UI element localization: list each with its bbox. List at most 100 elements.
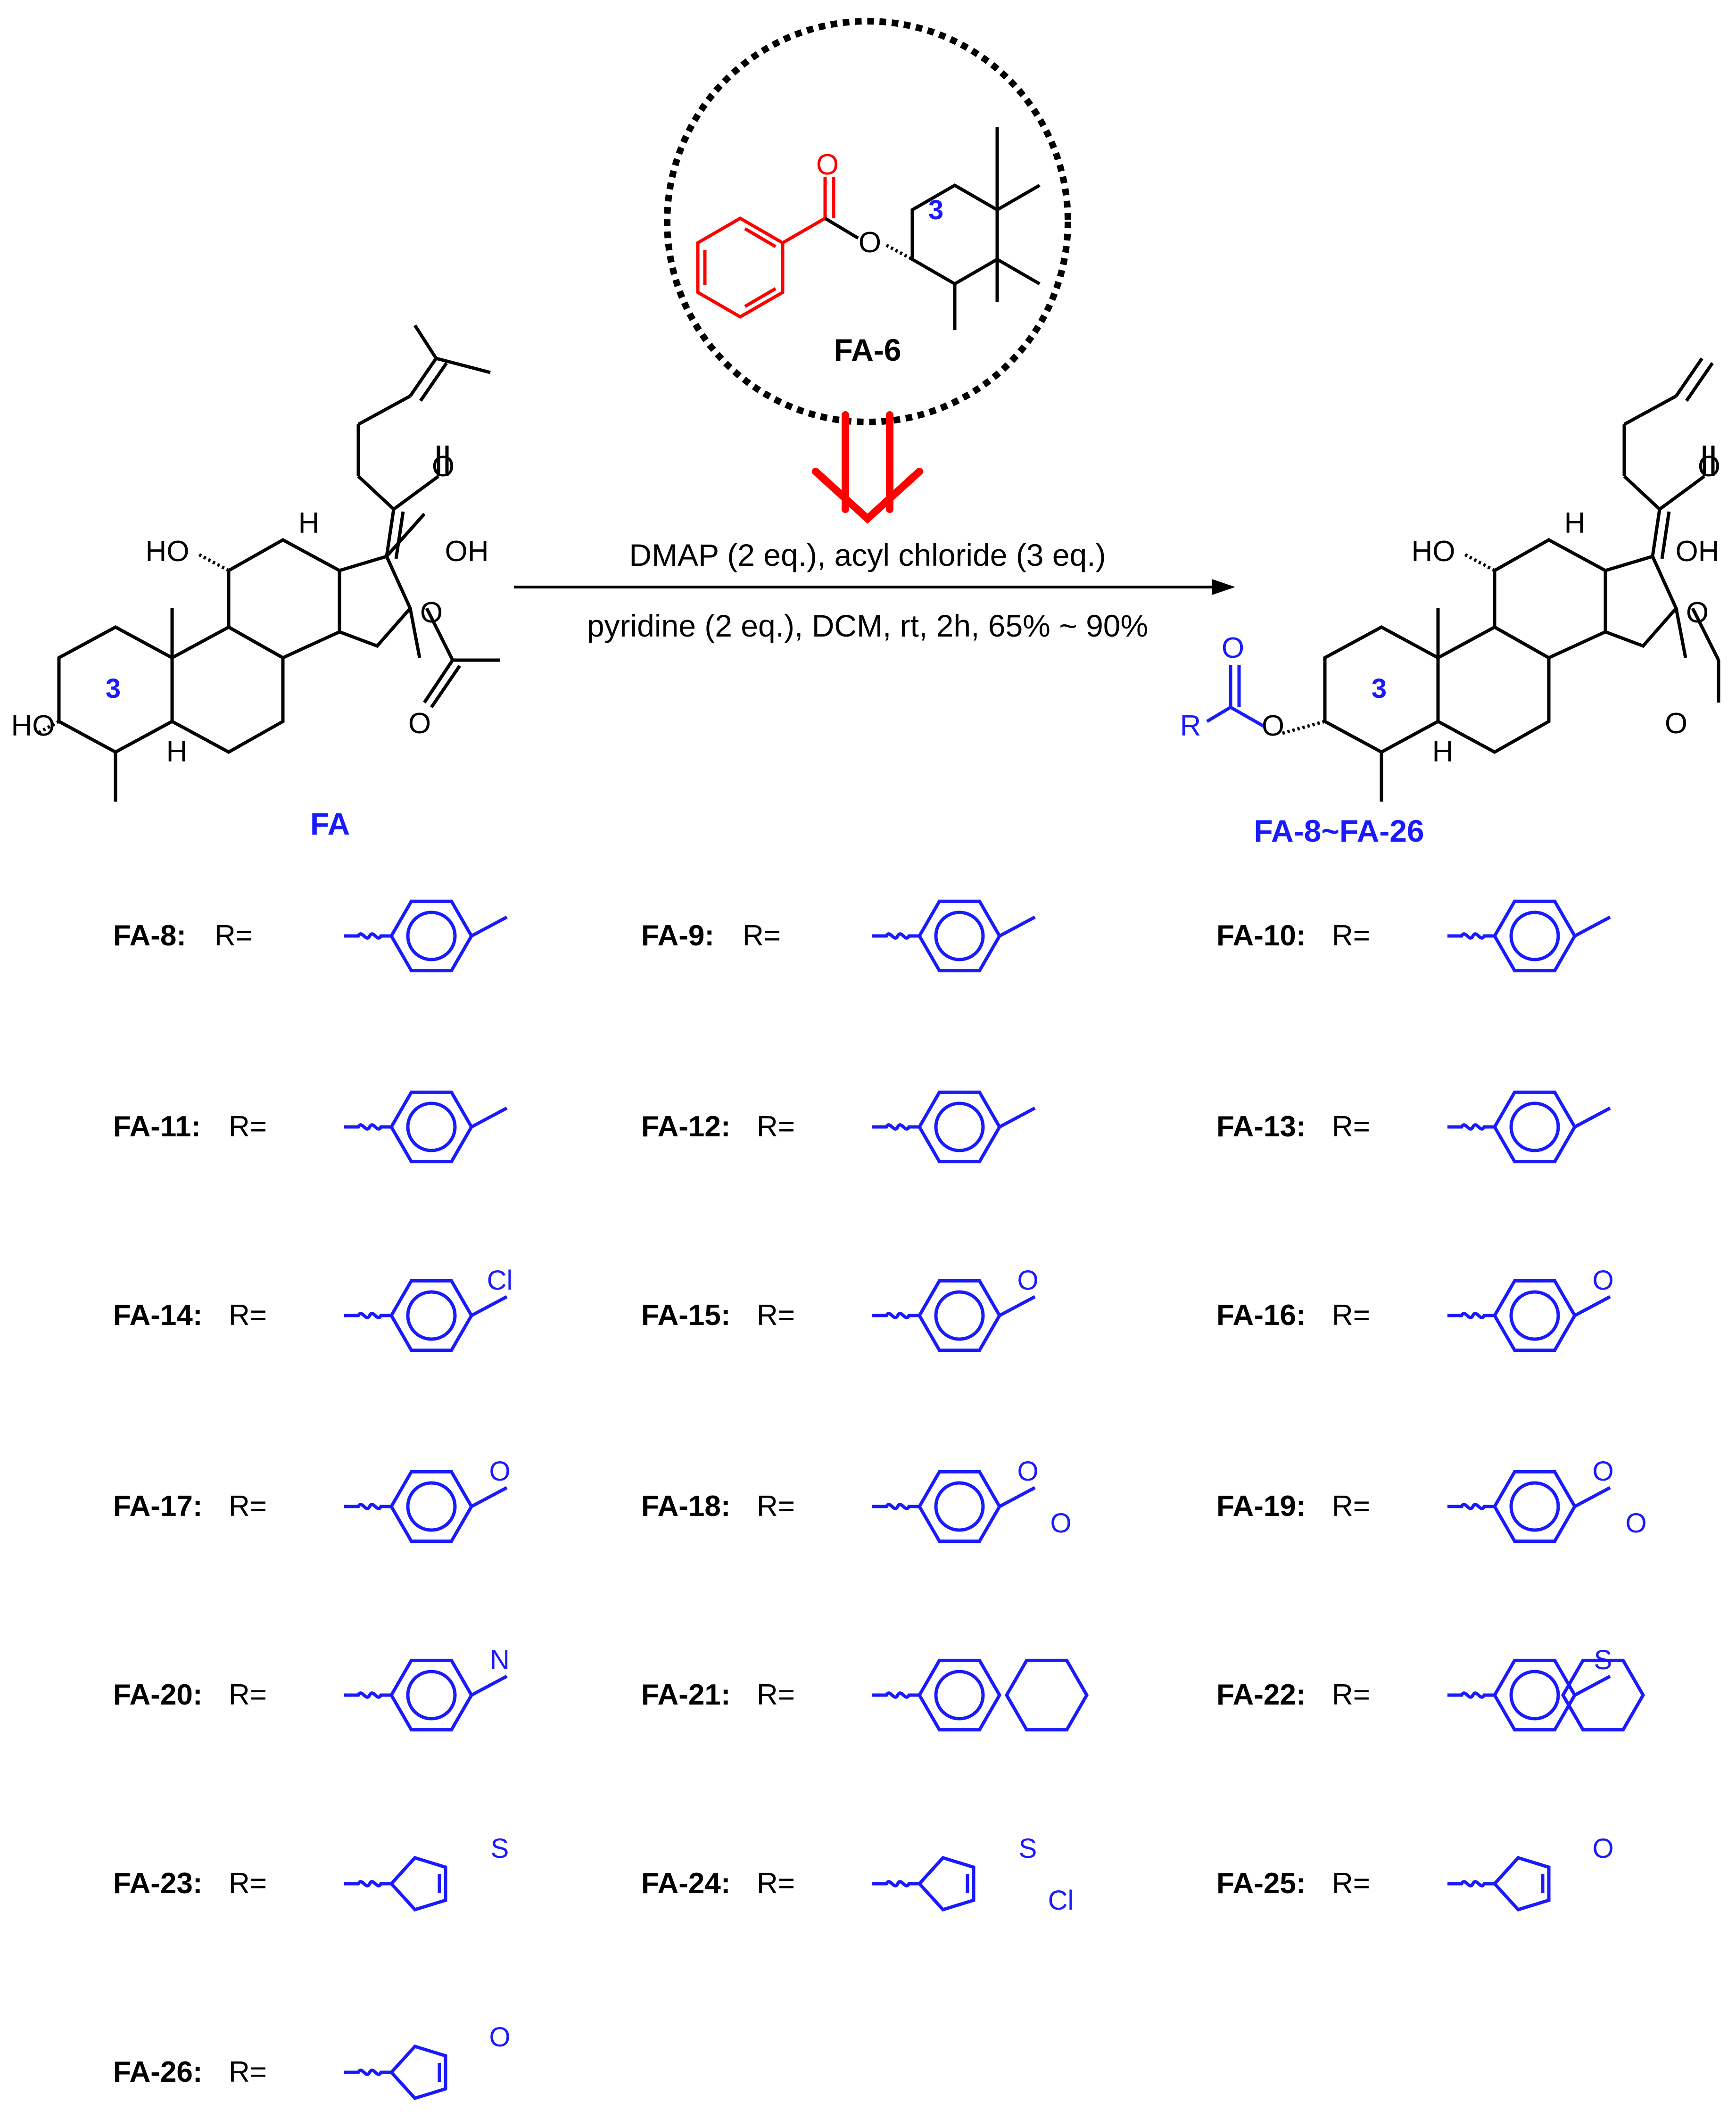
r-group-entry: FA-19: R= OO [1216,1456,1647,1543]
heteroatom-label: O [1050,1508,1071,1539]
r-group-entry: FA-22:R=S [1216,1645,1645,1732]
r-group-entry: FA-16: R= O [1216,1265,1614,1352]
product-o-link-label: O [1262,710,1284,742]
r-group-structure [872,1658,1089,1732]
r-equals: R= [757,1867,795,1900]
r-group-structure [344,899,508,973]
r-group-structure [1447,899,1611,973]
r-equals: R= [757,1299,795,1332]
compound-id: FA-25: [1216,1867,1306,1900]
r-group-entry: FA-18:R=OO [641,1456,1072,1543]
product-c3-label: 3 [1372,673,1387,704]
fa6-label: FA-6 [834,332,901,367]
r-group-entry: FA-24: R= S Cl [641,1833,1074,1916]
r-equals: R= [1332,1490,1370,1523]
fa-ester-carbonyl-label: O [408,707,431,740]
fa-ester-o-label: O [420,596,443,629]
compound-id: FA-16: [1216,1299,1306,1332]
r-group-entry: FA-20:R=N [113,1645,510,1732]
r-group-entry: FA-11: R= [113,1090,508,1164]
compound-id: FA-13: [1216,1110,1306,1143]
c3-position-label: 3 [928,195,943,225]
r-group-structure [344,1470,508,1543]
product-acid-oh-label: OH [1676,535,1719,568]
compound-id: FA-19: [1216,1490,1306,1523]
fa-h17-label: H [298,507,320,539]
heteroatom-label: O [1592,1833,1613,1864]
r-equals: R= [1332,1110,1370,1143]
r-equals: R= [1332,1867,1370,1900]
r-group-entry: FA-8:R= [113,899,508,973]
conditions-bottom: pyridine (2 eq.), DCM, rt, 2h, 65% ~ 90% [587,608,1148,643]
r-group-structure [1447,1279,1611,1352]
r-equals: R= [743,919,781,952]
r-group-entry: FA-21: R= [641,1658,1089,1732]
conditions-top: DMAP (2 eq.), acyl chloride (3 eq.) [629,538,1106,572]
compound-id: FA-14: [113,1299,202,1332]
compound-id: FA-23: [113,1867,202,1900]
r-equals: R= [229,1490,267,1523]
r-equals: R= [1332,1299,1370,1332]
compound-id: FA-12: [641,1110,730,1143]
compound-id: FA-24: [641,1867,730,1900]
r-equals: R= [757,1490,795,1523]
r-equals: R= [229,2056,267,2088]
red-arrow [812,411,923,524]
r-equals: R= [757,1679,795,1711]
r-group-structure [1447,1470,1611,1543]
r-equals: R= [229,1679,267,1711]
heteroatom-label: O [1592,1265,1613,1296]
heteroatom-label: O [489,1456,510,1487]
heteroatom-label: Cl [1048,1885,1074,1916]
r-group-structure [872,1279,1036,1352]
compound-id: FA-9: [641,919,714,952]
r-equals: R= [229,1867,267,1900]
heteroatom-label: O [1592,1456,1613,1487]
r-group-structure [344,1658,508,1732]
compound-id: FA-26: [113,2056,202,2088]
heteroatom-label: O [489,2022,510,2053]
r-group-entry: FA-10: R= [1216,899,1611,973]
product-ho11-label: HO [1412,535,1455,568]
r-group-structure [872,1856,975,1912]
r-group-entry: FA-13: R= [1216,1090,1611,1164]
r-group-entry: FA-14: R= Cl [113,1265,513,1352]
r-group-entry: FA-23: R= S [113,1833,509,1912]
product-h17-label: H [1564,507,1586,539]
fa-c3-label: 3 [106,673,121,704]
compound-id: FA-11: [113,1110,201,1143]
fa-hashed-bonds [37,552,230,735]
fa-label: FA [310,806,350,841]
product-r-label: R [1180,710,1201,742]
product-label: FA-8~FA-26 [1254,813,1424,848]
fa-acid-oh-label: OH [445,535,489,568]
reaction-arrow [514,579,1235,595]
r-equals: R= [1332,1679,1370,1711]
r-group-structure [344,1090,508,1164]
compound-id: FA-10: [1216,919,1306,952]
fa-acid-o-label: O [432,450,455,483]
r-group-table: FA-8:R=FA-9:R=FA-10:R=FA-11:R=FA-12:R=FA… [113,899,1647,2100]
r-group-entry: FA-15: R= O [641,1265,1039,1352]
heteroatom-label: O [1625,1508,1646,1539]
fa6-intermediate: O O 3 FA-6 [664,18,1071,425]
r-equals: R= [229,1110,267,1143]
product-acyl-group [1206,665,1265,728]
r-equals: R= [229,1299,267,1332]
compound-id: FA-15: [641,1299,730,1332]
ester-oxygen-label: O [859,226,881,259]
heteroatom-label: N [490,1645,510,1675]
compound-id: FA-8: [113,919,186,952]
carbonyl-oxygen-label: O [816,149,839,181]
r-equals: R= [1332,919,1370,952]
heteroatom-label: O [1017,1265,1038,1296]
heteroatom-label: S [1019,1833,1037,1864]
heteroatom-label: Cl [487,1265,513,1296]
heteroatom-label: O [1017,1456,1038,1487]
compound-id: FA-17: [113,1490,202,1523]
r-group-structure [344,1856,447,1912]
product-ester-o-label: O [1686,596,1709,629]
starting-material-fa [57,324,500,802]
heteroatom-label: S [491,1833,509,1864]
compound-id: FA-21: [641,1679,730,1711]
